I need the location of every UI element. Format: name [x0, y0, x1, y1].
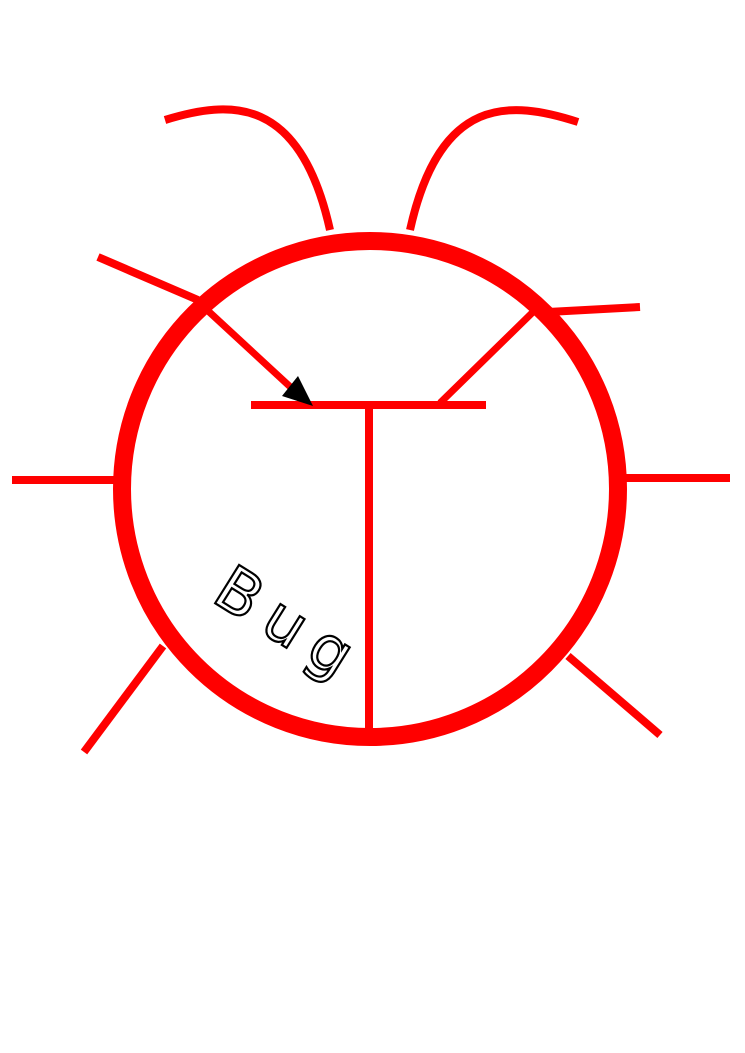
bug-label: Bug	[202, 551, 379, 699]
arrow-head-icon	[282, 376, 313, 406]
leg-upper-right	[547, 303, 641, 316]
emitter-line	[203, 306, 301, 397]
left-antenna	[163, 105, 334, 231]
right-antenna	[406, 106, 580, 231]
leg-lower-left	[80, 643, 167, 755]
leg-lower-right	[565, 652, 663, 739]
collector-line	[437, 309, 536, 406]
leg-upper-left	[96, 253, 200, 304]
